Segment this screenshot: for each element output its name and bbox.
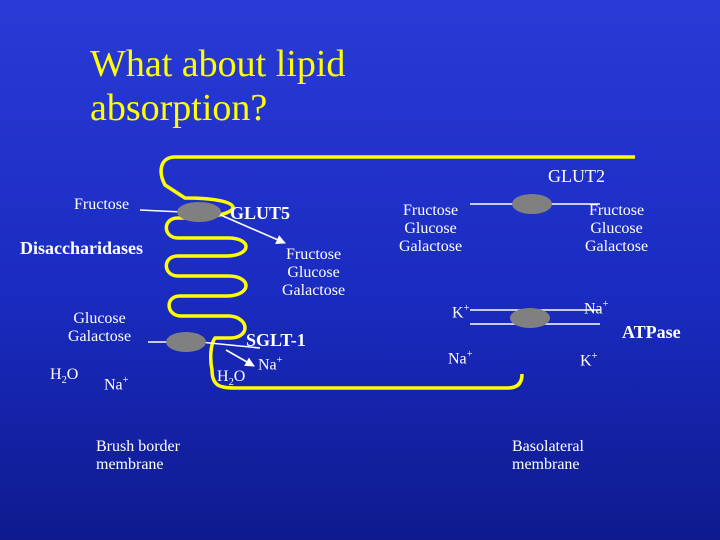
na-arrow	[225, 349, 255, 367]
label-k-inside: K+	[452, 303, 470, 322]
label-brush-border-membrane: Brush border membrane	[96, 438, 180, 473]
sglt1-transporter	[166, 332, 206, 352]
label-hexoses-inside: Fructose Glucose Galactose	[282, 246, 346, 299]
atpase-pump	[510, 308, 550, 328]
label-na-inside: Na+	[258, 355, 283, 374]
label-fructose-lumen: Fructose	[74, 196, 130, 213]
label-glut5: GLUT5	[230, 203, 291, 223]
glut5-transporter	[177, 202, 221, 222]
label-glucose-galactose-lumen: Glucose Galactose	[68, 310, 132, 345]
label-hexoses-cell: Fructose Glucose Galactose	[399, 202, 463, 255]
label-hexoses-blood: Fructose Glucose Galactose	[585, 202, 649, 255]
title-line-1: What about lipid	[90, 43, 346, 85]
label-sglt1: SGLT-1	[246, 330, 306, 350]
fructose-line	[139, 209, 183, 213]
slide-title: What about lipid absorption?	[90, 42, 510, 130]
label-h2o-lumen: H2O	[50, 366, 79, 387]
sglt1-line	[199, 341, 261, 349]
label-h2o-inside: H2O	[217, 368, 246, 389]
enterocyte-membrane	[159, 155, 635, 390]
label-na-lumen: Na+	[104, 375, 129, 394]
label-basolateral-membrane: Basolateral membrane	[512, 438, 584, 473]
label-disaccharidases: Disaccharidases	[20, 238, 143, 258]
glut2-transporter	[512, 194, 552, 214]
label-atpase: ATPase	[622, 322, 681, 342]
title-line-2: absorption?	[90, 87, 268, 129]
label-na-pump-in: Na+	[448, 349, 473, 368]
glut5-arrow	[215, 212, 286, 244]
label-glut2: GLUT2	[548, 166, 605, 186]
label-na-pump-out: Na+	[584, 299, 609, 318]
label-k-pump-in: K+	[580, 351, 598, 370]
